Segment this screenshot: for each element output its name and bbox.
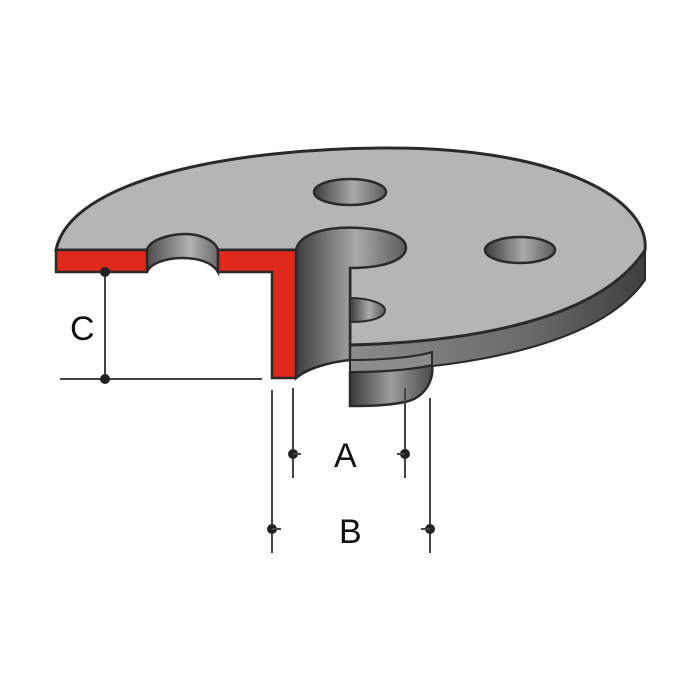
- section-notch: [145, 232, 220, 277]
- dimension-label-c: C: [70, 310, 95, 348]
- dimension-label-a: A: [334, 437, 357, 475]
- mounting-hole-right: [483, 235, 557, 265]
- mounting-hole-top: [312, 177, 388, 207]
- dimension-c: [60, 267, 262, 384]
- section-cut-left: [54, 248, 149, 274]
- dimension-a: [288, 388, 410, 478]
- center-bore: [294, 226, 408, 381]
- dimension-label-b: B: [339, 513, 362, 551]
- dimension-b: [267, 390, 435, 553]
- section-cut-right: [216, 248, 298, 380]
- collar-band: [349, 350, 433, 374]
- bore-inner-lip: [349, 296, 387, 324]
